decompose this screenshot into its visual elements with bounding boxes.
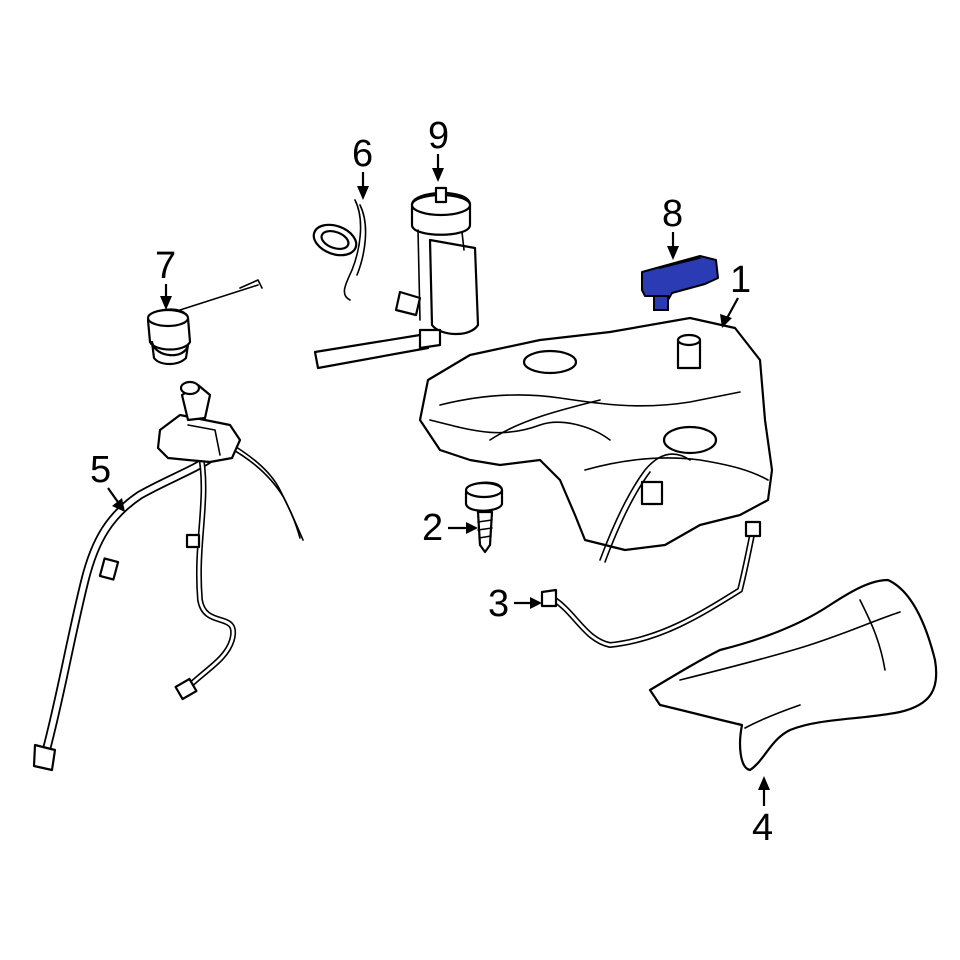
callout-label-7: 7 <box>155 245 176 287</box>
callout-label-3: 3 <box>488 583 509 625</box>
callout-6: 6 <box>352 133 373 200</box>
fuel-pump[interactable] <box>313 186 480 370</box>
callout-label-2: 2 <box>422 507 443 549</box>
fuel-tank[interactable] <box>418 316 774 563</box>
callout-label-5: 5 <box>90 449 111 491</box>
callout-4: 4 <box>752 776 773 849</box>
filler-pipe[interactable] <box>32 380 304 772</box>
lock-ring[interactable] <box>310 199 367 301</box>
callout-label-4: 4 <box>752 807 773 849</box>
callout-5: 5 <box>90 449 125 512</box>
callout-label-8: 8 <box>662 193 683 235</box>
callout-2: 2 <box>422 507 478 549</box>
callout-label-6: 6 <box>352 133 373 175</box>
filler-cap[interactable] <box>146 279 263 366</box>
callout-9: 9 <box>428 115 449 182</box>
tank-strap[interactable] <box>540 520 762 648</box>
callout-label-1: 1 <box>730 259 751 301</box>
pressure-sensor[interactable] <box>641 255 719 311</box>
callout-label-9: 9 <box>428 115 449 157</box>
callout-8: 8 <box>662 193 683 260</box>
callout-1: 1 <box>720 259 751 328</box>
callout-7: 7 <box>155 245 176 310</box>
tank-screw[interactable] <box>464 481 504 554</box>
heat-shield[interactable] <box>648 578 938 772</box>
callout-3: 3 <box>488 583 542 625</box>
